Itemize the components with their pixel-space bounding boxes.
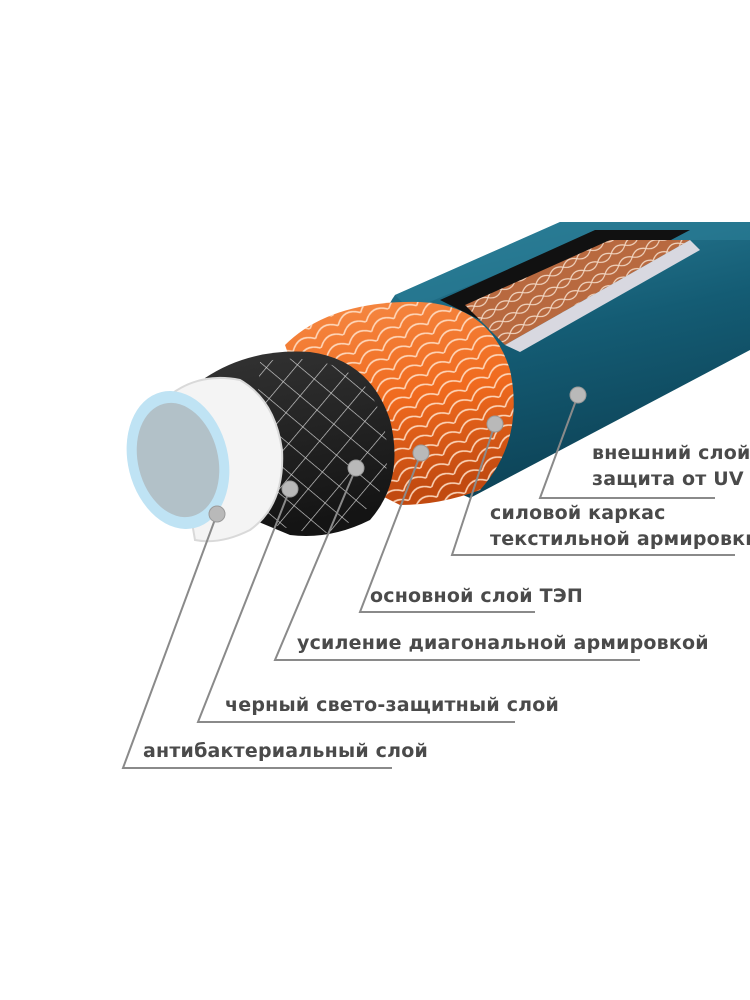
label-diagonal: усиление диагональной армировкой [297,630,709,656]
dot-diagonal [348,460,364,476]
dot-textile [487,416,503,432]
dot-black [282,481,298,497]
dot-antibacterial [209,506,225,522]
label-black: черный свето-защитный слой [225,692,559,718]
dot-tpe [413,445,429,461]
dot-outer-uv [570,387,586,403]
label-textile: силовой каркас текстильной армировки [490,500,750,552]
label-outer-uv: внешний слой - защита от UV [592,440,750,492]
label-tpe: основной слой ТЭП [370,583,583,609]
label-antibacterial: антибактериальный слой [143,738,428,764]
